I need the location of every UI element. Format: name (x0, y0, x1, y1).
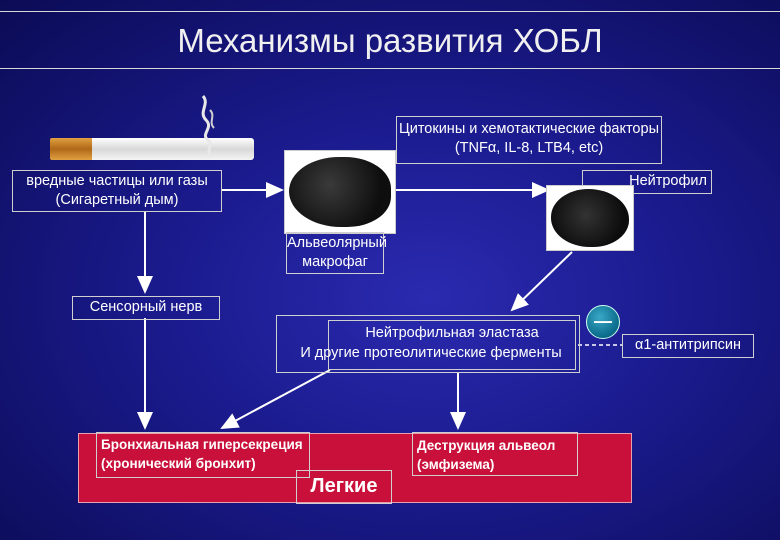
antitrypsin-label: α1-антитрипсин (634, 337, 742, 353)
hypersecretion-node: Бронхиальная гиперсекреция (хронический … (96, 432, 310, 478)
destruction-line2: (эмфизема) (417, 457, 495, 472)
particles-node: вредные частицы или газы (Сигаретный дым… (12, 170, 222, 212)
sensory-nerve-label: Сенсорный нерв (89, 299, 203, 315)
page-title: Механизмы развития ХОБЛ (177, 22, 603, 59)
inhibition-icon: — (586, 305, 620, 339)
destruction-line1: Деструкция альвеол (417, 438, 556, 453)
destruction-node: Деструкция альвеол (эмфизема) (412, 432, 578, 476)
neutrophil-label: Нейтрофил (629, 173, 707, 189)
elastase-line2: И другие протеолитические ферменты (300, 345, 562, 361)
sensory-nerve-node: Сенсорный нерв (72, 296, 220, 320)
antitrypsin-node: α1-антитрипсин (622, 334, 754, 358)
particles-line1: вредные частицы или газы (26, 173, 208, 189)
cigarette-icon (50, 138, 254, 160)
hypersecretion-line2: (хронический бронхит) (101, 456, 256, 471)
elastase-line1: Нейтрофильная эластаза (365, 325, 539, 341)
cytokines-line2: (TNFα, IL-8, LTB4, etc) (454, 140, 604, 156)
lungs-box (78, 433, 632, 503)
macrophage-line1: Альвеолярный (287, 235, 387, 251)
macrophage-image (284, 150, 396, 234)
title-rule (0, 68, 780, 69)
cytokines-line1: Цитокины и хемотактические факторы (399, 121, 659, 137)
neutrophil-node: Нейтрофил (582, 170, 712, 194)
neutrophil-image (546, 185, 634, 251)
cytokines-node: Цитокины и хемотактические факторы (TNFα… (396, 116, 662, 164)
macrophage-line2: макрофаг (302, 254, 368, 270)
hypersecretion-line1: Бронхиальная гиперсекреция (101, 437, 303, 452)
particles-line2: (Сигаретный дым) (55, 192, 179, 208)
lungs-label: Легкие (296, 470, 392, 504)
elastase-node: Нейтрофильная эластаза (328, 320, 576, 370)
top-rule (0, 11, 780, 12)
macrophage-node: Альвеолярный макрофаг (286, 232, 387, 274)
elastase-outer-box (276, 315, 580, 373)
